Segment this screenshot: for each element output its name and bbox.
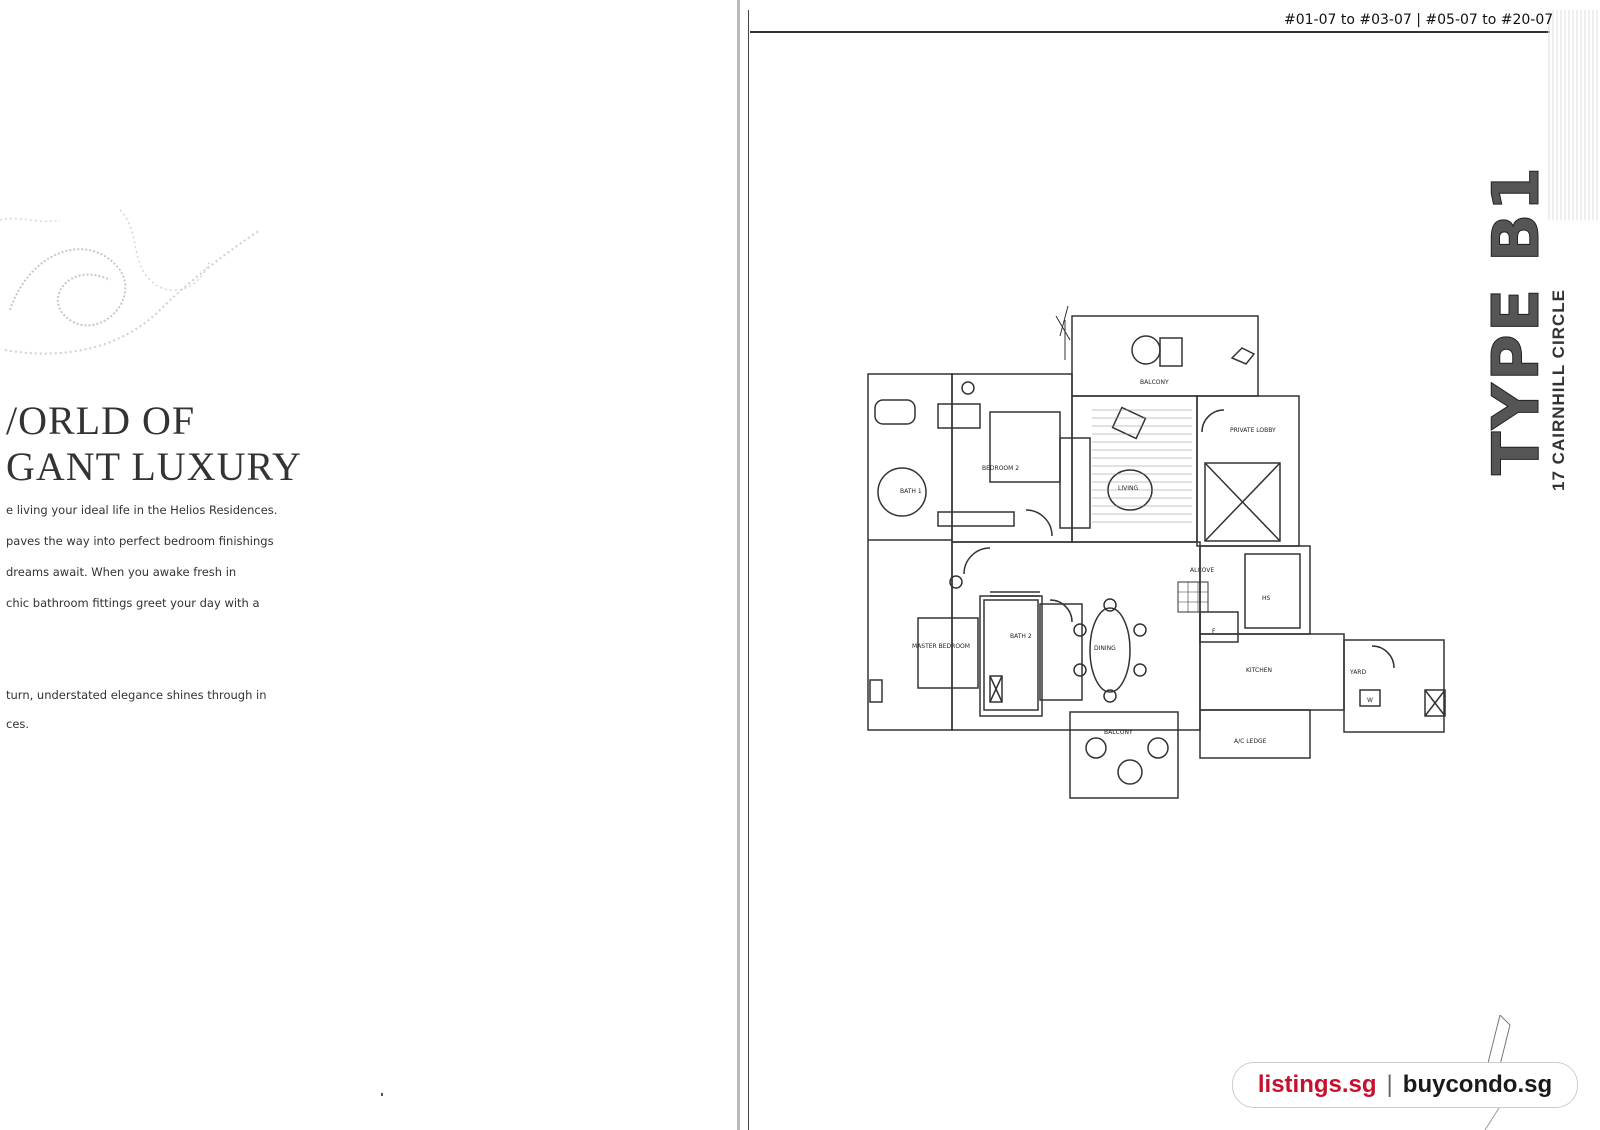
paragraph-line: e living your ideal life in the Helios R… (6, 503, 278, 517)
room-label-master-bedroom: MASTER BEDROOM (912, 643, 970, 650)
paragraph-line: ces. (6, 717, 30, 731)
room-label-balcony-bottom: BALCONY (1104, 729, 1133, 736)
paragraph-line: paves the way into perfect bedroom finis… (6, 534, 274, 548)
room-label-hs: HS (1262, 595, 1271, 602)
room-label-bath-2: BATH 2 (1010, 633, 1032, 640)
page-spine (737, 0, 740, 1130)
room-label-washer: W (1367, 697, 1373, 704)
room-label-fridge: F (1212, 628, 1216, 635)
watermark-separator: | (1386, 1071, 1393, 1098)
scan-noise (1548, 10, 1598, 220)
page-border (748, 10, 749, 1130)
room-label-bedroom-2: BEDROOM 2 (982, 465, 1019, 472)
room-label-kitchen: KITCHEN (1246, 667, 1272, 674)
address-label: 17 CAIRNHILL CIRCLE (1548, 280, 1570, 500)
heading-line-2: GANT LUXURY (6, 444, 302, 489)
room-label-dining: DINING (1094, 645, 1116, 652)
room-label-bath-1: BATH 1 (900, 488, 922, 495)
header-rule (750, 31, 1550, 33)
scan-mark (381, 1093, 383, 1096)
watermark-site-a: listings.sg (1257, 1071, 1377, 1098)
room-label-living: LIVING (1118, 485, 1138, 492)
watermark-badge: listings.sg | buycondo.sg (1232, 1062, 1578, 1108)
room-label-alcove: ALCOVE (1190, 567, 1214, 574)
page-heading: /ORLD OF GANT LUXURY (6, 398, 302, 490)
left-brochure-page: /ORLD OF GANT LUXURY e living your ideal… (0, 0, 740, 1130)
room-label-yard: YARD (1349, 669, 1366, 676)
address-text: 17 CAIRNHILL CIRCLE (1549, 289, 1568, 491)
paragraph-line: dreams await. When you awake fresh in (6, 565, 237, 579)
floor-plan: BALCONY PRIVATE LOBBY BEDROOM 2 BATH 1 L… (867, 305, 1446, 799)
unit-range-label: #01-07 to #03-07 | #05-07 to #20-07 (1284, 12, 1554, 28)
room-label-private-lobby: PRIVATE LOBBY (1230, 427, 1276, 434)
decorative-swirl-icon (0, 209, 261, 355)
unit-type-title: TYPE B1 (1480, 150, 1555, 490)
unit-type-text: TYPE B1 (1480, 164, 1555, 476)
paragraph-line: turn, understated elegance shines throug… (6, 688, 267, 702)
room-label-balcony-top: BALCONY (1140, 379, 1169, 386)
paragraph-line: chic bathroom fittings greet your day wi… (6, 596, 260, 610)
heading-line-1: /ORLD OF (6, 398, 196, 443)
room-label-ac-ledge: A/C LEDGE (1234, 738, 1267, 745)
watermark-site-b: buycondo.sg (1402, 1071, 1553, 1098)
